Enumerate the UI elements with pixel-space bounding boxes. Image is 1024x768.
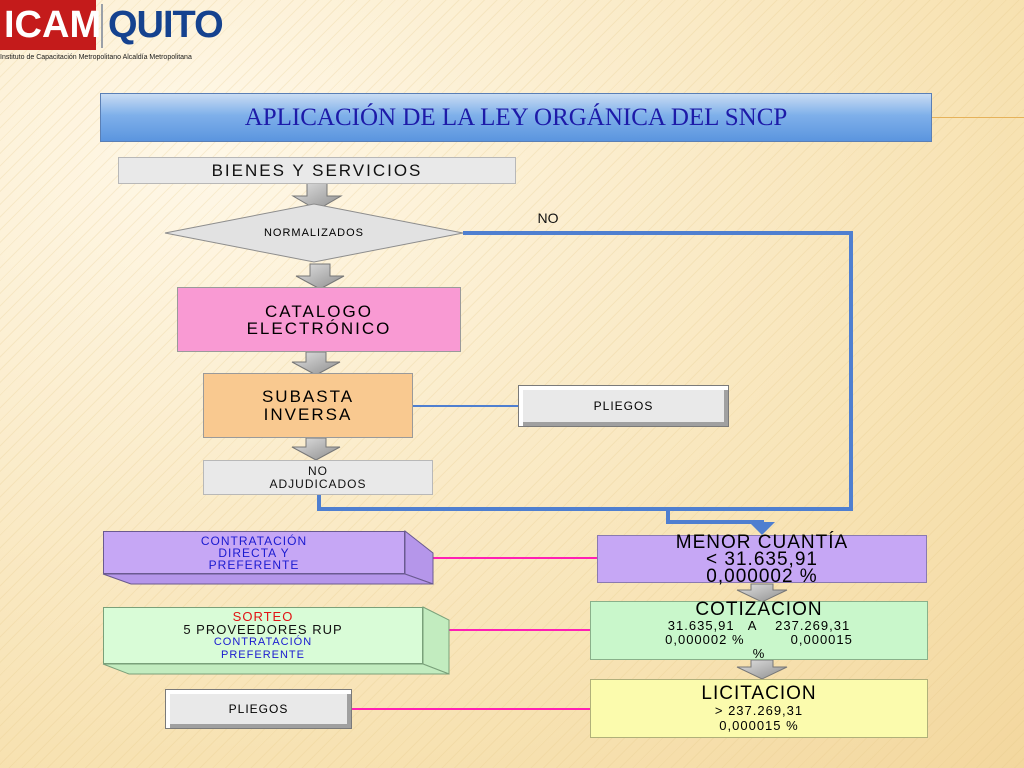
catalogo-electronico-box: CATALOGO ELECTRÓNICO <box>177 287 461 352</box>
sorteo-title: SORTEO <box>232 608 294 624</box>
down-arrow-icon <box>749 522 775 535</box>
down-arrow-icon <box>291 351 341 376</box>
licitacion-box: LICITACION > 237.269,31 0,000015 % <box>590 679 928 738</box>
down-arrow-icon <box>291 437 341 461</box>
contratacion-line: DIRECTA Y <box>218 545 290 560</box>
logo-caption: Instituto de Capacitación Metropolitano … <box>0 54 192 61</box>
down-arrow-icon <box>736 583 788 603</box>
page-title: APLICACIÓN DE LA LEY ORGÁNICA DEL SNCP <box>244 104 788 131</box>
logo: ICAM QUITO Instituto de Capacitación Met… <box>0 0 224 66</box>
pliegos-box-right: PLIEGOS <box>518 385 729 427</box>
contratacion-line: PREFERENTE <box>208 557 300 572</box>
cotizacion-line: 0,000002 % 0,000015 <box>665 631 853 647</box>
cotizacion-box: COTIZACION 31.635,91 A 237.269,31 0,0000… <box>590 598 928 661</box>
menor-line: 0,000002 % <box>706 565 818 587</box>
menor-line: MENOR CUANTÍA <box>675 531 849 553</box>
menor-cuantia-box: MENOR CUANTÍA < 31.635,91 0,000002 % <box>597 531 927 587</box>
no-label: NO <box>537 210 559 226</box>
logo-icam: ICAM <box>0 0 101 50</box>
box-extrusion <box>422 606 450 675</box>
subasta-line: SUBASTA <box>261 386 355 406</box>
sorteo-line: PREFERENTE <box>221 648 305 661</box>
cotizacion-title: COTIZACION <box>695 598 823 620</box>
flow-line-no <box>317 231 853 524</box>
no-adjudicados-line: ADJUDICADOS <box>269 476 367 491</box>
logo-separator <box>101 4 103 48</box>
contratacion-line: CONTRATACIÓN <box>200 533 308 548</box>
licitacion-line: > 237.269,31 <box>714 703 804 718</box>
sorteo-line: CONTRATACIÓN <box>213 635 313 648</box>
decision-diamond <box>164 203 464 263</box>
sorteo-line: 5 PROVEEDORES RUP <box>183 621 343 637</box>
logo-quito: QUITO <box>108 4 224 46</box>
box-extrusion <box>102 573 434 585</box>
pliegos-box-left: PLIEGOS <box>165 689 352 729</box>
cotizacion-line: 31.635,91 A 237.269,31 <box>667 617 851 633</box>
no-adjudicados-line: NO <box>308 463 328 478</box>
licitacion-line: 0,000015 % <box>719 718 799 733</box>
contratacion-directa-box: CONTRATACIÓN DIRECTA Y PREFERENTE <box>103 531 405 574</box>
down-arrow-icon <box>736 659 788 680</box>
box-extrusion <box>102 663 450 675</box>
menor-line: < 31.635,91 <box>706 548 818 570</box>
bienes-servicios-box: BIENES Y SERVICIOS <box>118 157 516 184</box>
subasta-line: INVERSA <box>263 404 353 424</box>
no-adjudicados-box: NO ADJUDICADOS <box>203 460 433 495</box>
catalogo-line: CATALOGO <box>265 301 373 321</box>
subasta-inversa-box: SUBASTA INVERSA <box>203 373 413 438</box>
sorteo-box: SORTEO 5 PROVEEDORES RUP CONTRATACIÓN PR… <box>103 607 423 664</box>
catalogo-line: ELECTRÓNICO <box>246 318 392 338</box>
title-bar: APLICACIÓN DE LA LEY ORGÁNICA DEL SNCP <box>100 93 932 142</box>
title-rule <box>932 117 1024 118</box>
down-arrow-icon <box>291 182 343 211</box>
down-arrow-icon <box>295 263 345 290</box>
licitacion-title: LICITACION <box>701 683 817 704</box>
cotizacion-line: % <box>752 645 766 661</box>
normalizados-label: NORMALIZADOS <box>263 227 364 239</box>
